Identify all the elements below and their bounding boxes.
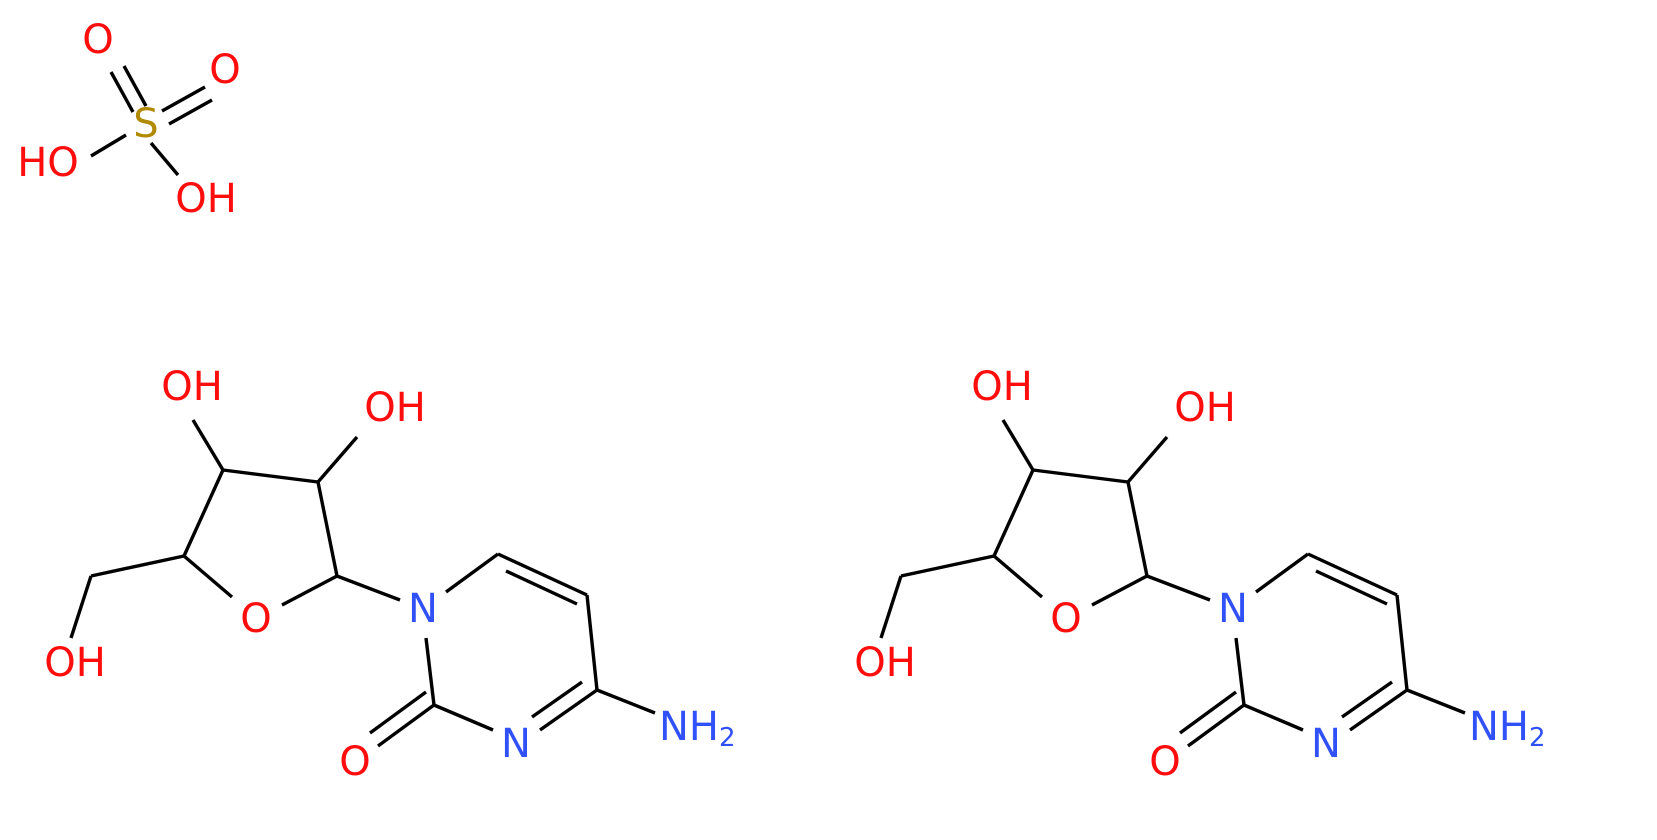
sulfur-atom: S (133, 101, 158, 147)
hydroxyl-3-label: OH (161, 364, 223, 410)
ring-nitrogen-3-label: N (1311, 721, 1341, 767)
sulfuric-acid-bonds (90, 65, 213, 177)
hydroxyl-2-label: OH (364, 385, 426, 431)
carbonyl-oxygen-label: O (339, 739, 370, 785)
sulfuric-acid: S O O HO OH (17, 17, 241, 222)
oxo-oxygen-top: O (82, 17, 113, 63)
ring-nitrogen-1-label: N (408, 586, 438, 632)
oxo-oxygen-right: O (209, 47, 240, 93)
cytidine-left-bonds (69, 419, 656, 748)
hydroxyl-3-label: OH (971, 364, 1033, 410)
amino-subscript: 2 (1529, 723, 1546, 753)
hydroxyl-2-label: OH (1174, 385, 1236, 431)
amino-group-label: NH (659, 704, 719, 750)
ring-nitrogen-1-label: N (1218, 586, 1248, 632)
amino-group-label: NH (1469, 704, 1529, 750)
amino-subscript: 2 (719, 723, 736, 753)
ring-oxygen-label: O (1050, 596, 1081, 642)
hydroxyl-left-label: HO (17, 140, 79, 186)
cytidine-molecule-right: OH OH OH O N N O NH 2 (854, 364, 1545, 785)
ring-nitrogen-3-label: N (501, 721, 531, 767)
cytidine-right-bonds (879, 419, 1466, 748)
ring-oxygen-label: O (240, 596, 271, 642)
carbonyl-oxygen-label: O (1149, 739, 1180, 785)
hydroxyl-right-label: OH (175, 176, 237, 222)
cytidine-molecule-left: OH OH OH O N N O NH 2 (44, 364, 735, 785)
hydroxyl-5-label: OH (854, 640, 916, 686)
hydroxyl-5-label: OH (44, 640, 106, 686)
